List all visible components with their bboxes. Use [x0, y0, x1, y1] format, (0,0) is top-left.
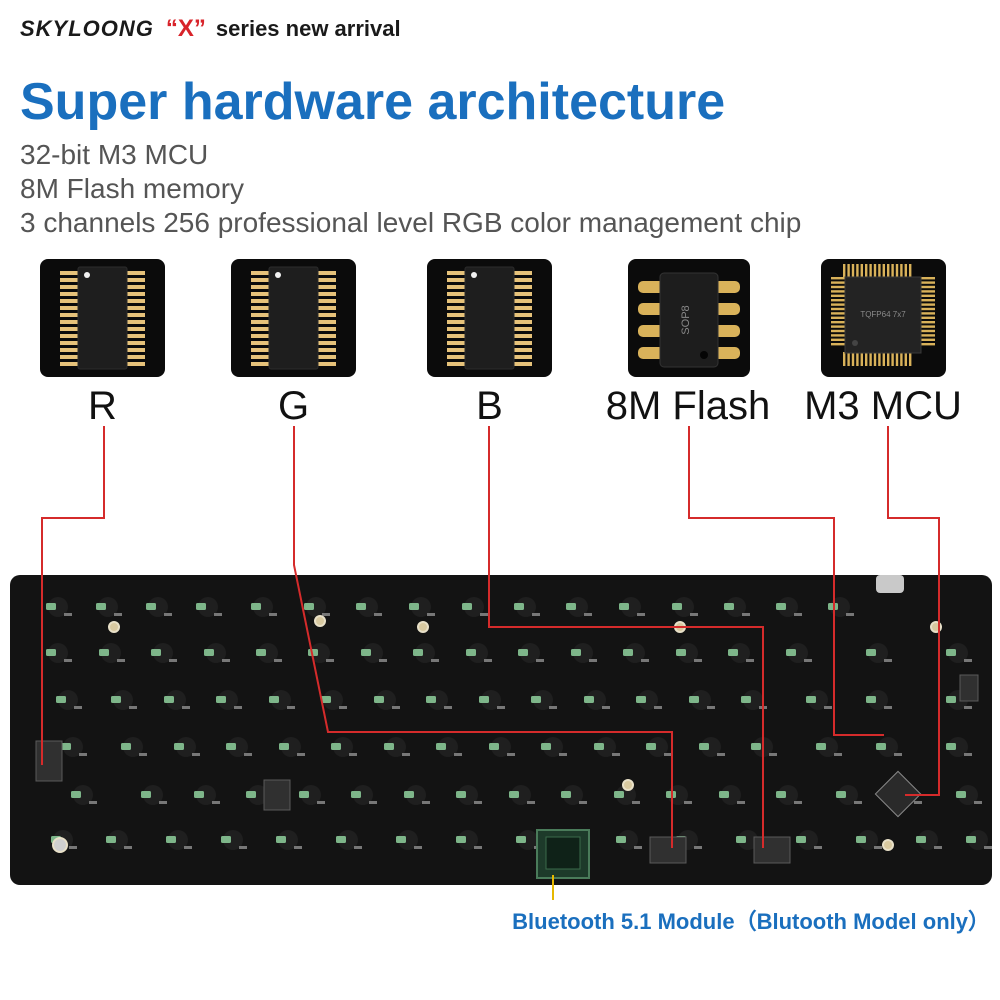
rgb-driver-chip-icon: [251, 266, 336, 370]
chip-label-g: G: [277, 384, 310, 428]
chip-label-mcu: M3 MCU: [804, 384, 962, 428]
series-mark: “X”: [165, 15, 206, 42]
bluetooth-module-icon: [536, 829, 590, 879]
rgb-driver-chip-icon: [447, 266, 532, 370]
bluetooth-caption-text: Bluetooth 5.1 Module（Blutooth Model only…: [512, 909, 990, 934]
keyboard-pcb: [10, 575, 992, 885]
chip-flash: SOP8: [628, 259, 750, 377]
chip-mcu: TQFP64 7x7: [821, 259, 946, 377]
chip-label-flash: 8M Flash: [605, 384, 771, 428]
spec-rgb: 3 channels 256 professional level RGB co…: [20, 207, 802, 238]
bluetooth-caption: Bluetooth 5.1 Module（Blutooth Model only…: [0, 904, 1000, 936]
chip-label-b: B: [476, 384, 503, 428]
spec-flash: 8M Flash memory: [20, 173, 245, 204]
flash-marking: SOP8: [680, 305, 692, 334]
series-text: series new arrival: [215, 16, 401, 41]
tqfp64-mcu-chip-icon: TQFP64 7x7: [831, 264, 935, 366]
board-mcu-icon: [874, 770, 922, 818]
mounting-holes: [52, 615, 942, 853]
chip-label-r: R: [88, 384, 117, 428]
headline: Super hardware architecture: [20, 73, 726, 131]
chip-g: [231, 259, 356, 377]
rgb-driver-chip-icon: [60, 266, 145, 370]
usb-c-icon: [876, 575, 904, 593]
mcu-marking: TQFP64 7x7: [860, 310, 906, 319]
sop8-flash-chip-icon: SOP8: [638, 272, 740, 368]
spec-mcu: 32-bit M3 MCU: [20, 139, 209, 170]
chip-r: [40, 259, 165, 377]
brand-logo: SKYLOONG: [20, 16, 154, 41]
brand-line: SKYLOONG “X” series new arrival: [20, 14, 401, 44]
chip-b: [427, 259, 552, 377]
